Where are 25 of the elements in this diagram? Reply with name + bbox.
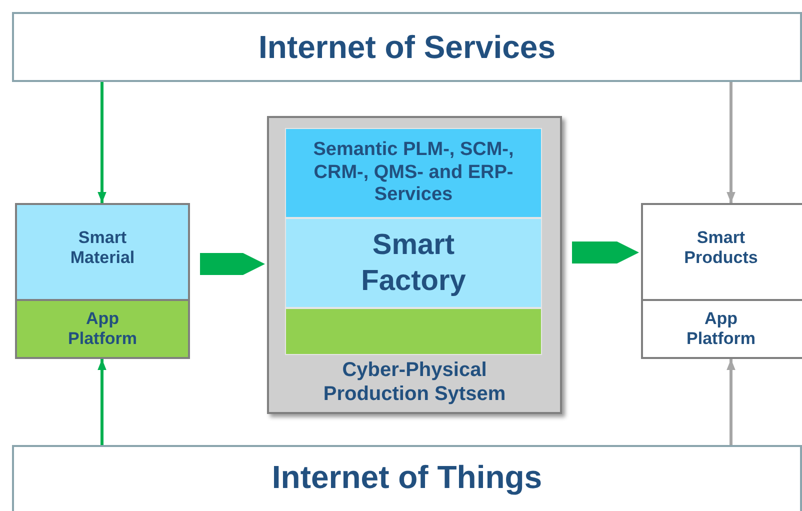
block-arrow	[572, 242, 639, 264]
factory-layer	[285, 218, 542, 308]
process-box	[15, 299, 190, 359]
banner-box	[12, 12, 802, 82]
process-box	[15, 203, 190, 301]
banner-box	[12, 445, 802, 511]
arrow	[98, 82, 106, 203]
system-box	[267, 116, 562, 414]
node-label: Internet of Things	[272, 458, 542, 497]
node-label: Smart Products	[683, 228, 759, 268]
node-label: Semantic PLM-, SCM-, CRM-, QMS- and ERP-Services	[312, 138, 515, 208]
node-label: App Platform	[67, 308, 138, 350]
node-label: App Platform	[686, 308, 756, 350]
block-arrow	[200, 253, 265, 275]
node-label: Internet of Services	[258, 28, 556, 67]
service-layer	[285, 128, 542, 218]
node-label: Smart Material	[69, 228, 136, 268]
node-label: Smart Factory	[360, 228, 467, 299]
node-label: Cyber-Physical Production Sytsem	[322, 358, 507, 406]
arrow	[726, 359, 736, 445]
arrow	[98, 359, 106, 445]
process-box	[641, 203, 802, 301]
platform-bar	[285, 308, 542, 355]
arrow	[726, 82, 736, 203]
process-box	[641, 299, 802, 359]
